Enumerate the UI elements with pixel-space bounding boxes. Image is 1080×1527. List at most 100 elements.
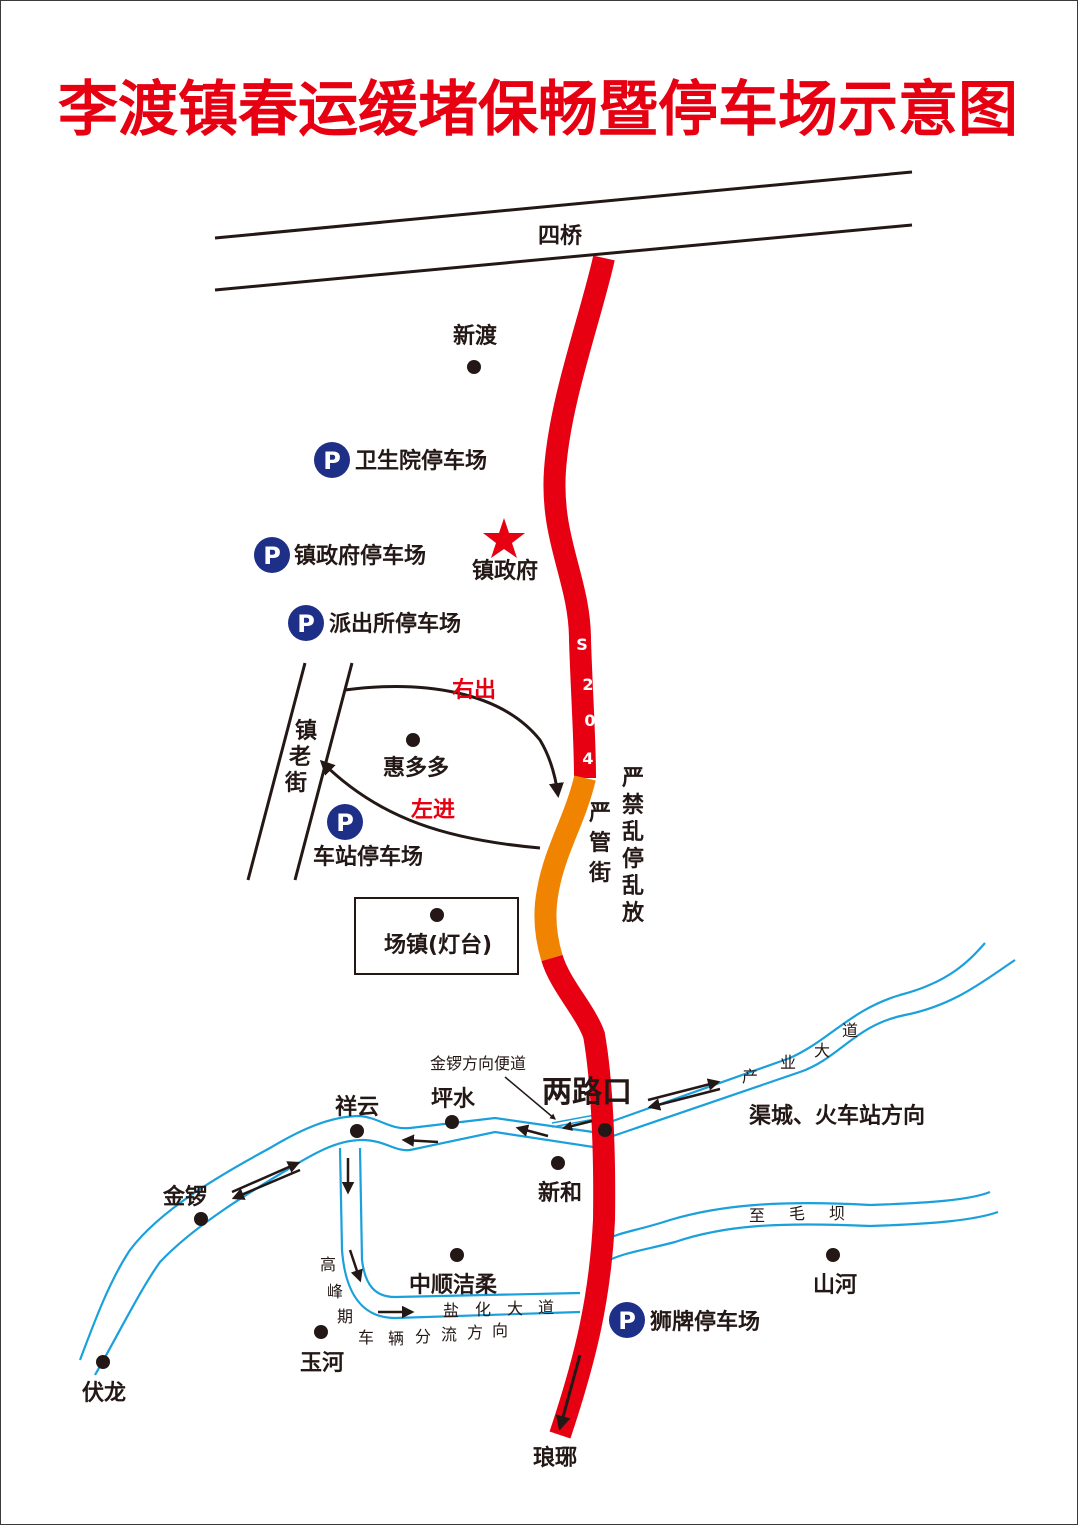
svg-text:严: 严	[622, 766, 644, 791]
svg-text:毛: 毛	[789, 1204, 805, 1223]
svg-text:0: 0	[584, 711, 595, 730]
map-title: 李渡镇春运缓堵保畅暨停车场示意图	[58, 75, 1018, 145]
place-pingshui: 坪水	[431, 1087, 476, 1129]
strict-street-label: 严 管 街	[588, 801, 611, 886]
parking-zhenzhengfu: P 镇政府停车场	[254, 537, 426, 573]
highway-s204	[534, 255, 616, 1439]
svg-text:P: P	[263, 542, 281, 570]
jinluo-side-road-label: 金锣方向便道	[430, 1054, 526, 1073]
svg-text:管: 管	[589, 830, 611, 856]
parking-chezhan: P 车站停车场	[313, 804, 423, 870]
place-xinhe: 新和	[538, 1156, 582, 1206]
svg-text:伏龙: 伏龙	[82, 1380, 126, 1406]
svg-text:停: 停	[622, 846, 644, 872]
svg-text:新和: 新和	[538, 1180, 582, 1206]
svg-text:琅琊: 琅琊	[533, 1445, 577, 1471]
no-parking-label: 严 禁 乱 停 乱 放	[621, 766, 645, 926]
svg-text:镇: 镇	[295, 719, 317, 744]
flow-arrows	[341, 1119, 593, 1319]
svg-text:S: S	[576, 635, 588, 654]
svg-text:坝: 坝	[829, 1204, 845, 1223]
svg-text:坪水: 坪水	[431, 1087, 476, 1112]
place-changzhen: 场镇(灯台)	[354, 897, 519, 975]
svg-text:分: 分	[415, 1327, 431, 1346]
svg-text:镇政府: 镇政府	[472, 558, 538, 584]
parking-icon	[314, 442, 350, 478]
place-xindu: 新渡	[453, 323, 498, 374]
svg-text:镇政府停车场: 镇政府停车场	[294, 543, 426, 569]
svg-text:卫生院停车场: 卫生院停车场	[355, 448, 487, 474]
svg-text:两路口: 两路口	[542, 1075, 632, 1110]
svg-text:道: 道	[538, 1298, 554, 1317]
svg-text:乱: 乱	[622, 874, 644, 899]
industrial-ave-label: 产 业 大 道	[742, 1021, 858, 1086]
svg-text:金锣: 金锣	[162, 1184, 207, 1210]
svg-text:乱: 乱	[622, 820, 644, 845]
parking-icon	[288, 605, 324, 641]
parking-icon	[609, 1302, 645, 1338]
svg-text:方: 方	[467, 1323, 483, 1342]
parking-weishengyuan: P 卫生院停车场	[314, 442, 487, 478]
svg-text:盐: 盐	[443, 1301, 459, 1320]
place-langya: 琅琊	[533, 1445, 577, 1471]
qucheng-direction-label: 渠城、火车站方向	[749, 1103, 925, 1129]
right-out-arrow	[344, 685, 564, 798]
parking-icon	[327, 804, 363, 840]
side-road-pointer	[504, 1076, 556, 1120]
svg-text:至: 至	[749, 1206, 765, 1225]
svg-text:流: 流	[441, 1325, 457, 1344]
place-xiangyun: 祥云	[335, 1094, 379, 1138]
peak-diversion-horizontal: 车 辆 分 流 方 向	[358, 1321, 508, 1348]
svg-text:大: 大	[814, 1041, 830, 1060]
svg-text:P: P	[618, 1307, 636, 1335]
star-icon	[483, 518, 525, 558]
parking-paichusuo: P 派出所停车场	[288, 605, 461, 641]
svg-text:老: 老	[288, 745, 311, 770]
left-in-arrow	[319, 759, 541, 850]
svg-text:产: 产	[742, 1067, 758, 1086]
svg-text:化: 化	[475, 1300, 491, 1319]
svg-text:P: P	[297, 610, 315, 638]
svg-text:山河: 山河	[813, 1273, 857, 1298]
svg-text:大: 大	[507, 1299, 523, 1318]
svg-text:P: P	[323, 447, 341, 475]
top-road-label: 四桥	[538, 223, 582, 249]
svg-text:狮牌停车场: 狮牌停车场	[650, 1309, 760, 1335]
svg-text:派出所停车场: 派出所停车场	[329, 611, 461, 637]
peak-diversion-vertical: 高 峰 期	[320, 1255, 353, 1326]
svg-text:惠多多: 惠多多	[383, 755, 449, 781]
place-huiduoduo: 惠多多	[383, 733, 449, 781]
left-in-label: 左进	[411, 797, 455, 823]
svg-text:期: 期	[337, 1307, 353, 1326]
yanhua-ave-label: 盐 化 大 道	[443, 1298, 554, 1320]
jinluo-side-road	[551, 1114, 596, 1128]
old-street-label: 镇 老 街	[284, 719, 317, 796]
svg-text:高: 高	[320, 1255, 336, 1274]
parking-shipai: P 狮牌停车场	[609, 1302, 760, 1338]
right-out-label: 右出	[452, 678, 496, 703]
maoba-road-label: 至 毛 坝	[749, 1204, 845, 1225]
place-fulong: 伏龙	[82, 1355, 126, 1406]
place-yuhe: 玉河	[300, 1325, 344, 1376]
svg-text:街: 街	[284, 770, 307, 796]
svg-text:辆: 辆	[388, 1329, 404, 1348]
svg-text:禁: 禁	[622, 792, 644, 818]
svg-text:场镇(灯台): 场镇(灯台)	[384, 932, 492, 958]
svg-text:新渡: 新渡	[453, 323, 498, 349]
place-zhenzhengfu: 镇政府	[472, 518, 538, 584]
svg-text:道: 道	[842, 1021, 858, 1040]
svg-text:P: P	[336, 809, 354, 837]
svg-text:向: 向	[492, 1321, 508, 1340]
svg-text:4: 4	[582, 749, 593, 768]
svg-text:车: 车	[358, 1328, 374, 1347]
svg-text:祥云: 祥云	[335, 1094, 379, 1120]
svg-text:业: 业	[780, 1053, 796, 1072]
svg-text:严: 严	[589, 801, 611, 826]
svg-text:2: 2	[582, 675, 593, 694]
langya-direction-arrow	[555, 1354, 582, 1431]
place-shanhe: 山河	[813, 1248, 857, 1298]
svg-text:玉河: 玉河	[300, 1351, 344, 1376]
svg-text:放: 放	[621, 900, 645, 926]
